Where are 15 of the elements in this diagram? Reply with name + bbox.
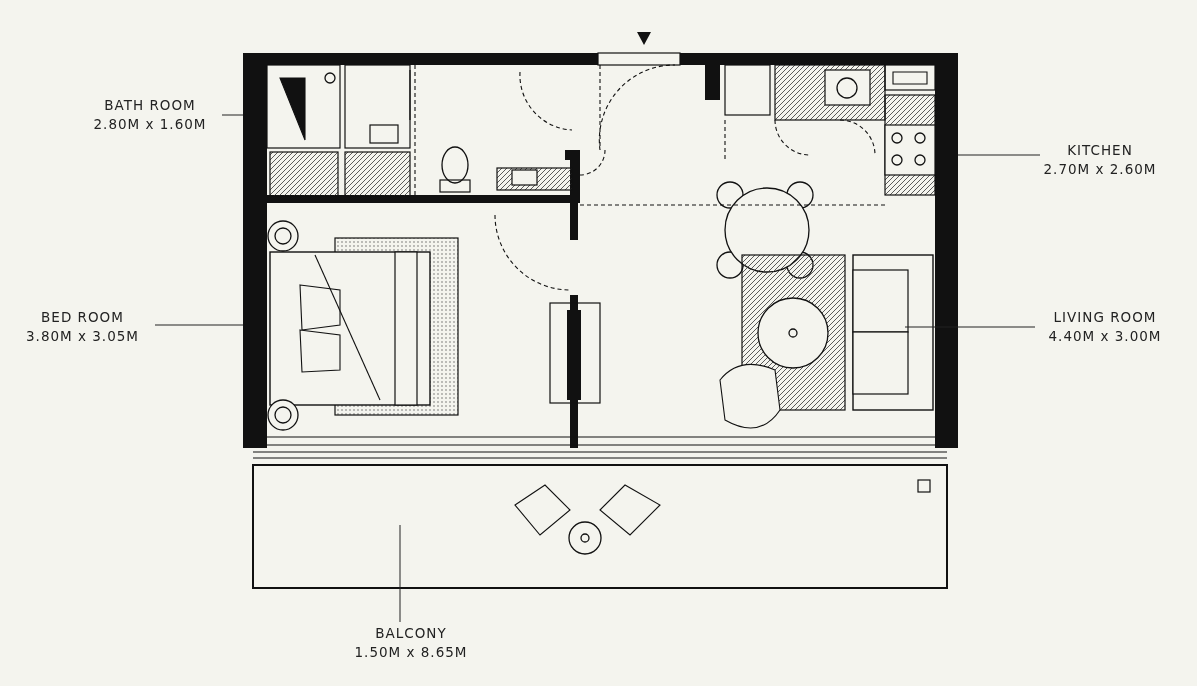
leader-line	[904, 326, 1036, 328]
room-dimensions: 4.40M x 3.00M	[1047, 327, 1163, 346]
room-name: KITCHEN	[1066, 141, 1134, 160]
room-dimensions: 1.50M x 8.65M	[353, 643, 469, 662]
room-dimensions: 2.70M x 2.60M	[1042, 160, 1158, 179]
room-name: LIVING ROOM	[1052, 308, 1158, 327]
leader-line	[221, 114, 244, 116]
room-dimensions: 3.80M x 3.05M	[25, 327, 140, 346]
leader-line	[957, 154, 1041, 156]
room-name: BED ROOM	[40, 308, 125, 327]
leader-line	[154, 324, 244, 326]
room-dimensions: 2.80M x 1.60M	[92, 115, 208, 134]
room-name: BALCONY	[374, 624, 448, 643]
room-name: BATH ROOM	[103, 96, 197, 115]
leader-line	[399, 524, 401, 623]
